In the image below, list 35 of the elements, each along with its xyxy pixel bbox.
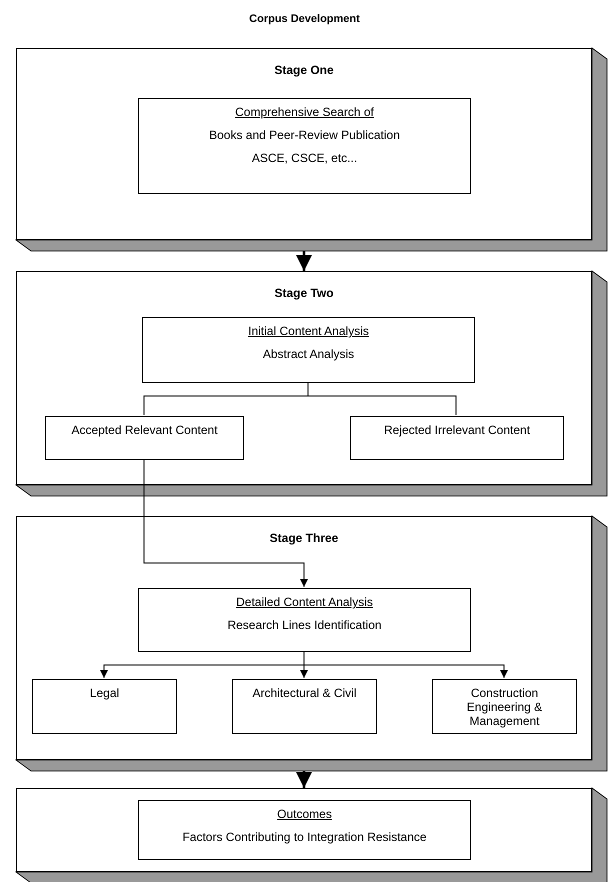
process-box xyxy=(138,588,471,652)
box-text: Rejected Irrelevant Content xyxy=(382,423,532,437)
stage-panel xyxy=(16,48,592,240)
box-text: Research Lines Identification xyxy=(226,618,383,632)
box-heading: Initial Content Analysis xyxy=(247,324,370,338)
stage-title: Stage Two xyxy=(273,286,335,300)
box-text: Factors Contributing to Integration Resistance xyxy=(181,830,428,844)
box-heading: Outcomes xyxy=(276,807,333,821)
process-box xyxy=(142,317,475,383)
arrow xyxy=(304,650,508,678)
box-text: Architectural & Civil xyxy=(251,686,358,700)
stage-title: Stage One xyxy=(273,63,335,77)
stage-panel xyxy=(16,271,592,485)
arrow xyxy=(144,458,308,588)
process-box xyxy=(138,98,471,194)
box-heading: Comprehensive Search of xyxy=(234,105,375,119)
box-text: Accepted Relevant Content xyxy=(70,423,219,437)
stage-panel xyxy=(16,516,592,760)
box-text: ASCE, CSCE, etc... xyxy=(250,151,358,165)
box-heading: Detailed Content Analysis xyxy=(235,595,374,609)
process-box xyxy=(350,416,564,460)
process-box xyxy=(138,800,471,860)
process-box xyxy=(232,679,377,734)
box-text: Abstract Analysis xyxy=(262,347,356,361)
process-box xyxy=(432,679,577,734)
box-text: Legal xyxy=(88,686,120,700)
stage-panel xyxy=(16,788,592,872)
box-text: Construction Engineering & Management xyxy=(466,686,544,728)
stage-title: Stage Three xyxy=(268,531,340,545)
arrow xyxy=(296,771,312,788)
process-box xyxy=(32,679,177,734)
arrow xyxy=(296,251,312,271)
box-text: Books and Peer-Review Publication xyxy=(208,128,401,142)
diagram-title: Corpus Development xyxy=(248,13,361,25)
process-box xyxy=(45,416,244,460)
